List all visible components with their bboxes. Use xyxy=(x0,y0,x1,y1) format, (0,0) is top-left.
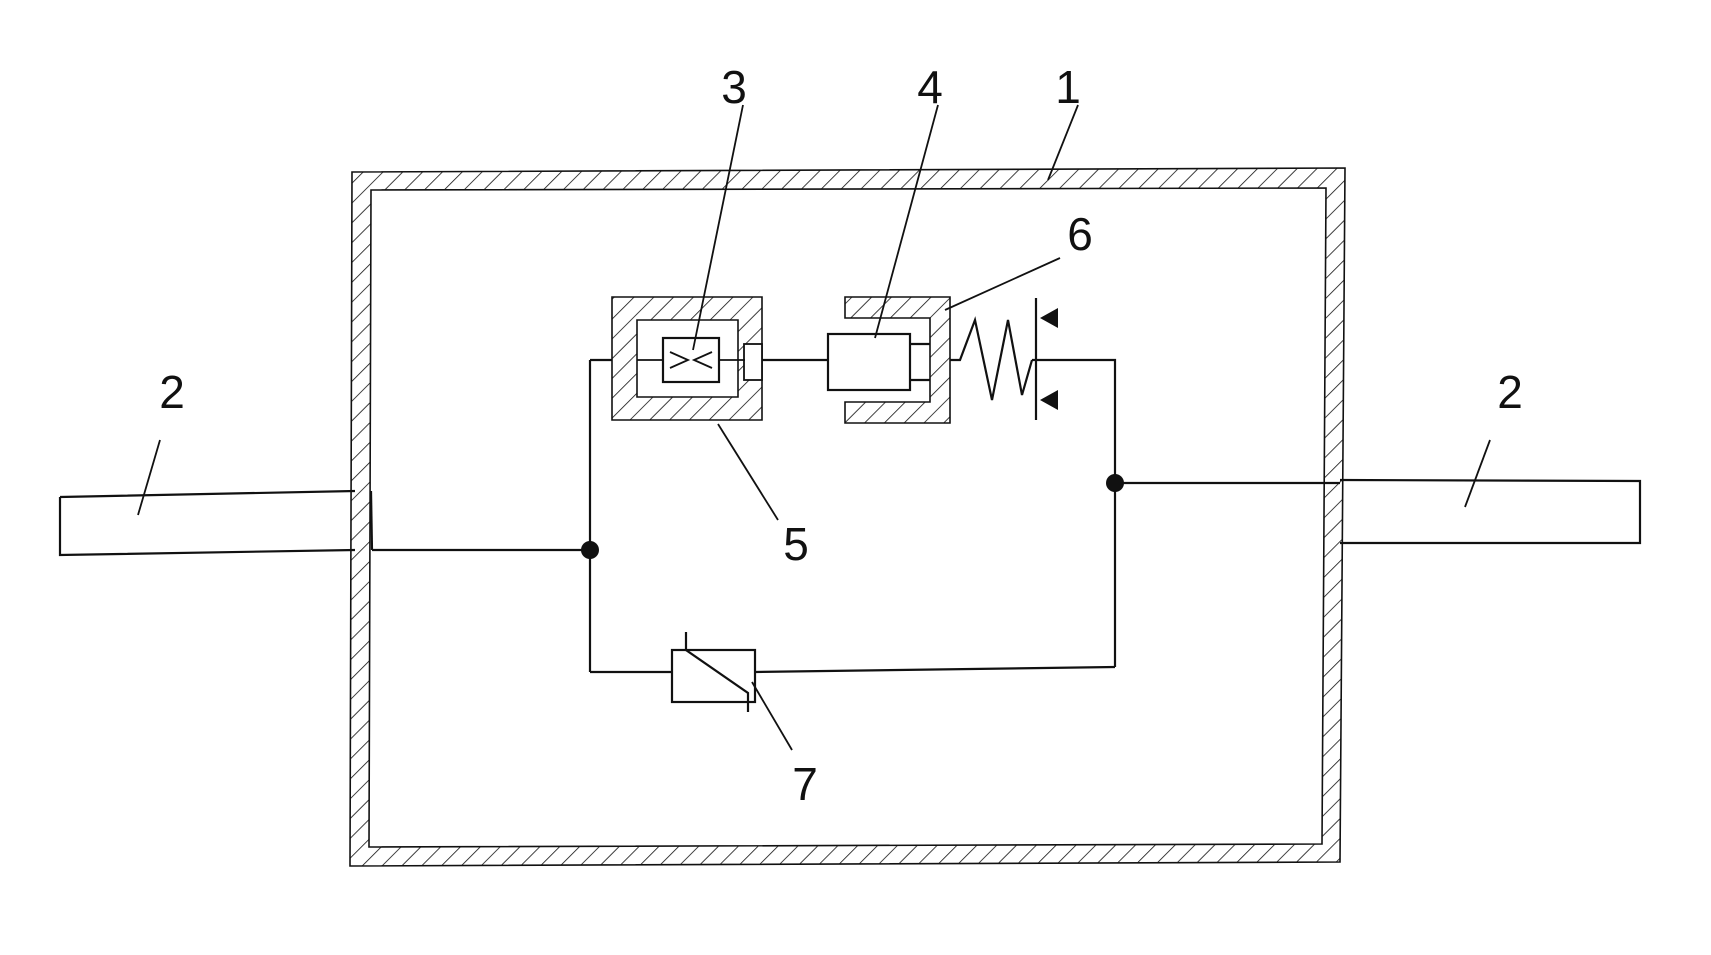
component-5-enclosure xyxy=(612,297,762,420)
component-7 xyxy=(672,632,755,712)
label-component-5: 5 xyxy=(783,518,809,570)
label-component-6: 6 xyxy=(1067,208,1093,260)
terminal-right xyxy=(1340,480,1640,543)
leader-lines xyxy=(138,105,1490,750)
component-4 xyxy=(828,334,930,390)
component-6-bracket xyxy=(845,297,950,423)
junction-left xyxy=(581,541,599,559)
label-terminal-left: 2 xyxy=(159,366,185,418)
housing xyxy=(350,168,1345,866)
terminal-left xyxy=(60,491,372,555)
label-component-4: 4 xyxy=(917,61,943,113)
spring xyxy=(950,320,1032,400)
label-component-7: 7 xyxy=(792,758,818,810)
label-component-3: 3 xyxy=(721,61,747,113)
junction-right xyxy=(1106,474,1124,492)
label-housing: 1 xyxy=(1055,61,1081,113)
component-3 xyxy=(637,338,745,382)
label-terminal-right: 2 xyxy=(1497,366,1523,418)
